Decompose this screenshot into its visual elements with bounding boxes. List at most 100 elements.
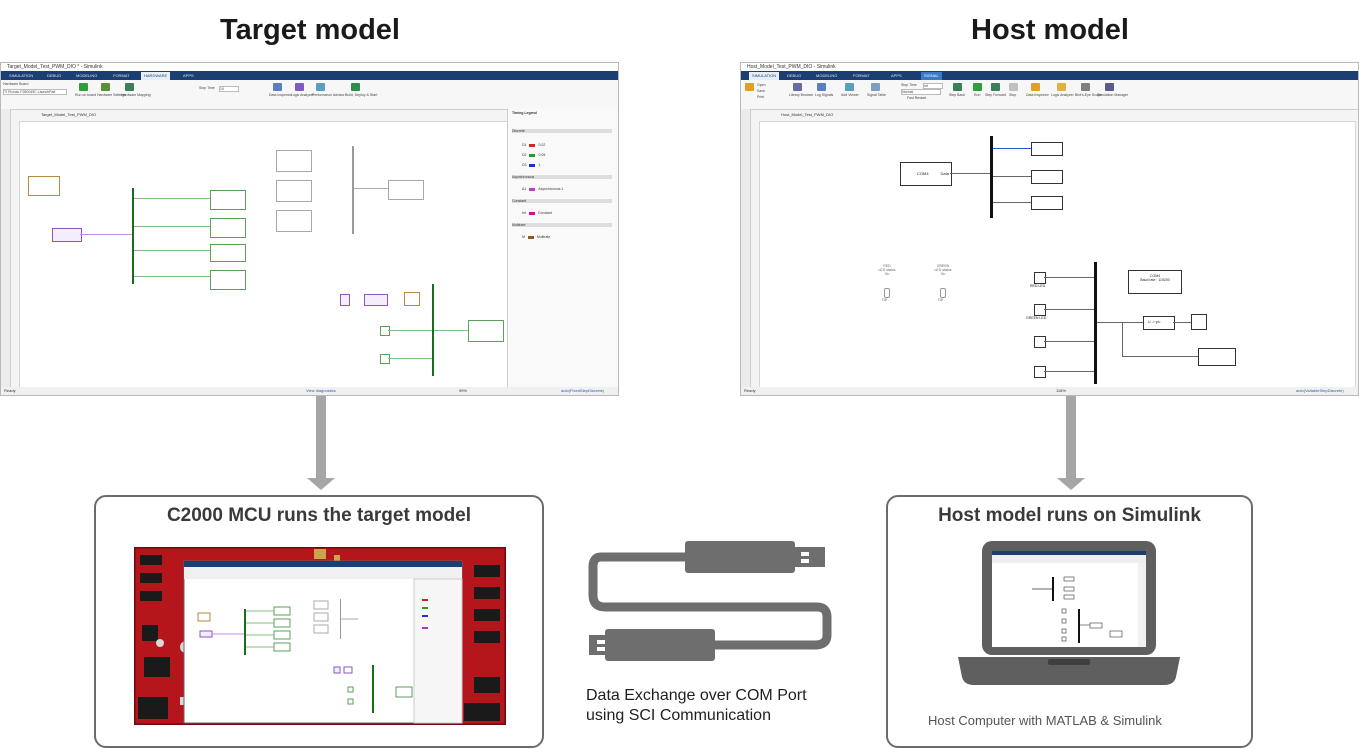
tab-hardware[interactable]: HARDWARE (141, 72, 171, 80)
hardware-settings-icon[interactable] (101, 83, 110, 91)
commented-block[interactable] (276, 150, 312, 172)
commented-block[interactable] (388, 180, 424, 200)
display-block[interactable] (1031, 170, 1063, 184)
com-send-block[interactable] (1191, 314, 1207, 330)
tab-apps[interactable]: APPS (891, 73, 902, 78)
signal-line (1122, 356, 1198, 357)
data-inspector-icon[interactable] (1031, 83, 1040, 91)
step-forward-label: Step Forward (985, 93, 1007, 97)
constant-block[interactable] (1034, 336, 1046, 348)
hardware-mapping-icon[interactable] (125, 83, 134, 91)
logic-analyzer-icon[interactable] (295, 83, 304, 91)
stop-time-input[interactable]: 10 (219, 86, 239, 92)
green-led-status-label: GREEN LED status On (934, 264, 952, 276)
mode-select[interactable]: Normal (901, 89, 941, 95)
stop-label: Stop (1009, 93, 1017, 97)
cable-caption: Data Exchange over COM Port using SCI Co… (586, 686, 866, 726)
gpio-output-block[interactable] (210, 244, 246, 262)
green-led-label: GREEN LED (1026, 316, 1047, 320)
pwm-output-block[interactable] (210, 218, 246, 238)
com-config-block[interactable]: COM4 Baud rate : 115200 (1128, 270, 1182, 294)
open-icon[interactable] (745, 83, 754, 91)
constant-block[interactable] (380, 326, 390, 336)
view-diagnostics-link[interactable]: View diagnostics (306, 388, 336, 393)
tab-simulation[interactable]: SIMULATION (9, 73, 34, 78)
display-block[interactable] (1031, 142, 1063, 156)
red-led-switch-icon[interactable] (884, 288, 890, 298)
display-block[interactable] (1198, 348, 1236, 366)
signal-line (993, 202, 1031, 203)
library-browser-icon[interactable] (793, 83, 802, 91)
constant-block[interactable] (1034, 366, 1046, 378)
signal-line (134, 250, 210, 251)
tab-debug[interactable]: DEBUG (787, 73, 802, 78)
tab-modeling[interactable]: MODELING (76, 73, 98, 78)
logic-analyzer-icon[interactable] (1057, 83, 1066, 91)
data-inspector-label: Data Inspector (269, 93, 292, 97)
data-inspector-label: Data Inspector (1026, 93, 1049, 97)
log-signals-icon[interactable] (817, 83, 826, 91)
hardware-board-label: Hardware Board (3, 82, 29, 86)
stop-time-input[interactable]: inf (923, 83, 943, 89)
window-title: Target_Model_Test_PWM_DIO * - Simulink (1, 63, 618, 71)
commented-block[interactable] (276, 180, 312, 202)
step-back-icon[interactable] (953, 83, 962, 91)
run-label: Run (974, 93, 981, 97)
pwm-source-block[interactable] (28, 176, 60, 196)
red-led-constant-block[interactable] (1034, 272, 1046, 284)
model-canvas[interactable] (19, 121, 508, 388)
birds-eye-scope-icon[interactable] (1081, 83, 1090, 91)
pwm-output-block[interactable] (210, 190, 246, 210)
run-on-board-icon[interactable] (79, 83, 88, 91)
tab-signal[interactable]: SIGNAL (921, 72, 942, 80)
tab-debug[interactable]: DEBUG (47, 73, 62, 78)
signal-table-icon[interactable] (871, 83, 880, 91)
cable-caption-line2: using SCI Communication (586, 707, 771, 724)
signal-line (1173, 322, 1191, 323)
build-deploy-icon[interactable] (351, 83, 360, 91)
step-back-label: Step Back (949, 93, 965, 97)
gain-block[interactable]: U -> y/u (1143, 316, 1175, 330)
breadcrumb: Target_Model_Test_PWM_DIO (41, 112, 97, 117)
constant-block[interactable] (380, 354, 390, 364)
print-label[interactable]: Print (757, 95, 765, 99)
tab-apps[interactable]: APPS (183, 73, 194, 78)
red-led-status-label: RED LED status On (878, 264, 896, 276)
tab-format[interactable]: FORMAT (853, 73, 870, 78)
step-forward-icon[interactable] (991, 83, 1000, 91)
stop-icon[interactable] (1009, 83, 1018, 91)
unpack-block[interactable] (364, 294, 388, 306)
sci-receive-block[interactable] (340, 294, 350, 306)
data-inspector-icon[interactable] (273, 83, 282, 91)
demux-block[interactable] (404, 292, 420, 306)
zoom-level: 118% (1056, 388, 1066, 393)
timing-legend-row: Asynchronous (512, 175, 612, 179)
gpio-output-block[interactable] (210, 270, 246, 290)
display-block[interactable] (1031, 196, 1063, 210)
run-icon[interactable] (973, 83, 982, 91)
tab-modeling[interactable]: MODELING (816, 73, 838, 78)
com-receive-block[interactable]: COM4 Data (900, 162, 952, 186)
sci-transmit-block[interactable] (468, 320, 504, 342)
tab-format[interactable]: FORMAT (113, 73, 130, 78)
logic-analyzer-label: Logic Analyzer (291, 93, 314, 97)
simulation-manager-icon[interactable] (1105, 83, 1114, 91)
signal-line (993, 176, 1031, 177)
commented-block[interactable] (276, 210, 312, 232)
hardware-board-select[interactable]: TI Piccolo F280049C LaunchPad (3, 89, 67, 95)
save-label[interactable]: Save (757, 89, 765, 93)
host-computer-caption: Host Computer with MATLAB & Simulink (928, 713, 1162, 728)
fast-restart-toggle[interactable]: Fast Restart (907, 96, 927, 100)
green-led-constant-block[interactable] (1034, 304, 1046, 316)
signal-line (950, 173, 990, 174)
model-canvas[interactable]: COM4 Data RED LED status On GREEN LED st… (759, 121, 1356, 388)
subsystem-block[interactable] (52, 228, 82, 242)
tab-simulation[interactable]: SIMULATION (749, 72, 780, 80)
status-bar: Ready View diagnostics 99% auto(FixedSte… (1, 387, 618, 395)
host-panel: Host model runs on Simulink Host Compute… (886, 495, 1253, 748)
add-viewer-icon[interactable] (845, 83, 854, 91)
performance-advisor-icon[interactable] (316, 83, 325, 91)
green-led-switch-icon[interactable] (940, 288, 946, 298)
